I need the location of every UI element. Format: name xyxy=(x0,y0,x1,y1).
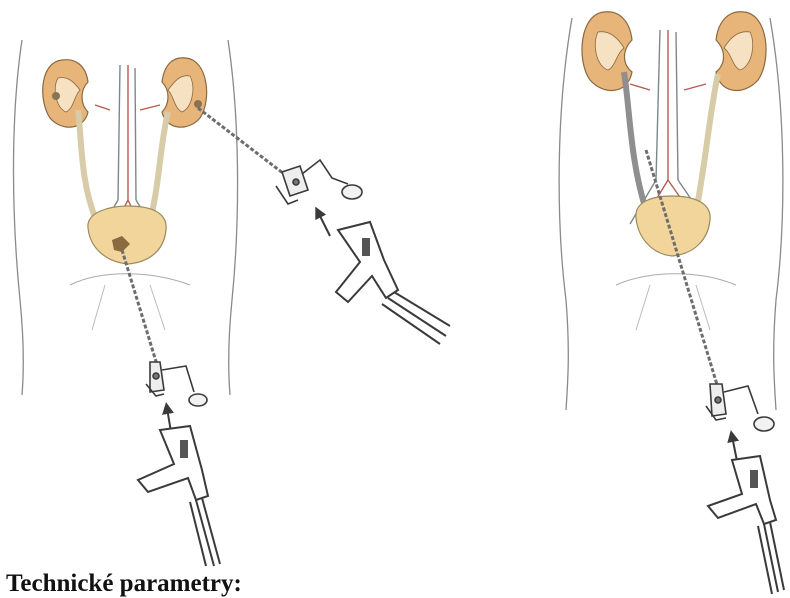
lithotripter-handpiece-icon xyxy=(138,426,220,566)
body-outline-left xyxy=(14,40,24,395)
ureteroscope-icon xyxy=(276,160,362,204)
nephroscope-sheath xyxy=(198,108,292,180)
arrow-icon xyxy=(318,212,330,236)
lithotripter-handpiece-icon xyxy=(708,456,784,594)
ureteroscope-icon xyxy=(706,384,774,431)
lithotripter-handpiece-icon xyxy=(336,222,450,344)
body-outline-left xyxy=(559,18,572,410)
ureter-left xyxy=(624,72,646,210)
ureteroscope-icon xyxy=(146,362,207,406)
body-outline-right xyxy=(770,18,783,410)
ureter-right xyxy=(696,74,718,212)
kidney-icon xyxy=(716,12,766,91)
ureter-left xyxy=(78,110,96,220)
ureteroscope-sheath xyxy=(122,250,158,368)
left-illustration xyxy=(14,40,451,566)
bladder-icon xyxy=(636,196,710,256)
ureter-right xyxy=(150,112,168,222)
bladder-icon xyxy=(88,206,166,264)
section-heading: Technické parametry: xyxy=(6,570,242,598)
right-illustration xyxy=(559,12,784,594)
body-outline-right xyxy=(228,40,238,395)
pelvis-line xyxy=(616,274,736,285)
